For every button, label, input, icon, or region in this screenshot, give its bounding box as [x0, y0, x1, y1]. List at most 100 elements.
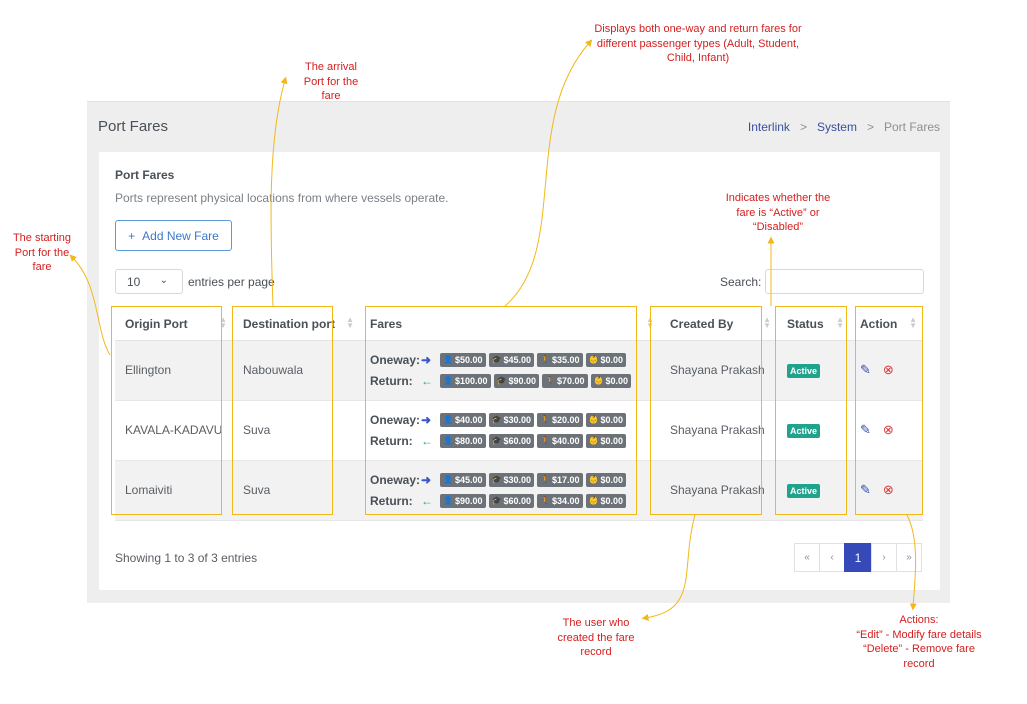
breadcrumb-interlink[interactable]: Interlink [747, 120, 790, 134]
pagination: « ‹ 1 › » [794, 543, 922, 572]
search-input[interactable] [765, 269, 924, 294]
delete-icon[interactable]: ⊗ [882, 482, 894, 497]
child-icon: 🚶 [540, 415, 550, 424]
add-new-fare-button[interactable]: + Add New Fare [115, 220, 232, 251]
infant-icon: 👶 [588, 415, 599, 424]
student-icon: 🎓 [491, 475, 502, 484]
search-label: Search: [720, 275, 762, 289]
oneway-label: Oneway: [370, 352, 421, 367]
return-label: Return: [370, 373, 413, 388]
breadcrumb-separator: > [799, 120, 807, 134]
edit-icon[interactable]: ✎ [860, 422, 871, 437]
delete-icon[interactable]: ⊗ [882, 362, 894, 377]
delete-icon[interactable]: ⊗ [882, 422, 894, 437]
student-icon: 🎓 [491, 496, 502, 505]
sort-icon: ▲▼ [346, 315, 354, 330]
return-fares: Return:←👤$100.00🎓$90.00🚶$70.00👶$0.00 [370, 370, 660, 391]
return-fares: Return:←👤$80.00🎓$60.00🚶$40.00👶$0.00 [370, 430, 660, 451]
breadcrumb-system[interactable]: System [816, 120, 857, 134]
pagination-prev[interactable]: ‹ [819, 543, 845, 572]
note-origin: The starting Port for the fare [12, 232, 72, 273]
edit-icon[interactable]: ✎ [860, 482, 871, 497]
cell-action: ✎⊗ [850, 340, 923, 401]
chevron-down-icon: ⌄ [159, 275, 168, 286]
return-label: Return: [370, 493, 413, 508]
fare-chip: 🚶$34.00 [537, 493, 583, 508]
add-new-fare-label: Add New Fare [142, 228, 219, 243]
cell-action: ✎⊗ [850, 460, 923, 521]
note-created-by: The user who created the fare record [557, 617, 635, 658]
edit-icon[interactable]: ✎ [860, 362, 871, 377]
sort-icon: ▲▼ [646, 315, 654, 330]
fare-chip: 🎓$30.00 [488, 412, 534, 427]
page-length-select[interactable]: 10 ⌄ [115, 269, 183, 294]
fare-chip: 🚶$70.00 [542, 373, 588, 388]
table-header-row: Origin Port▲▼ Destination port▲▼ Fares▲▼… [115, 308, 923, 341]
fares-table: Origin Port▲▼ Destination port▲▼ Fares▲▼… [115, 308, 923, 521]
fare-chip: 👤$45.00 [440, 472, 486, 487]
cell-created-by: Shayana Prakash [660, 340, 777, 401]
student-icon: 🎓 [496, 376, 507, 385]
pagination-last[interactable]: » [896, 543, 922, 572]
sort-icon: ▲▼ [763, 315, 771, 330]
oneway-label: Oneway: [370, 412, 421, 427]
pagination-first[interactable]: « [794, 543, 820, 572]
infant-icon: 👶 [588, 475, 599, 484]
infant-icon: 👶 [588, 436, 599, 445]
header-status[interactable]: Status▲▼ [777, 308, 850, 341]
header-created-by[interactable]: Created By▲▼ [660, 308, 777, 341]
sort-icon: ▲▼ [836, 315, 844, 330]
adult-icon: 👤 [443, 376, 453, 385]
note-actions-edit: “Edit” - Modify fare details [856, 628, 982, 641]
adult-icon: 👤 [443, 436, 453, 445]
fare-chip: 👶$0.00 [585, 493, 626, 508]
child-icon: 🚶 [545, 376, 555, 385]
fare-chip: 👶$0.00 [585, 433, 626, 448]
adult-icon: 👤 [443, 415, 453, 424]
cell-created-by: Shayana Prakash [660, 460, 777, 521]
return-fares: Return:←👤$90.00🎓$60.00🚶$34.00👶$0.00 [370, 490, 660, 511]
header-action[interactable]: Action▲▼ [850, 308, 923, 341]
note-fares: Displays both one-way and return fares f… [594, 23, 802, 64]
sort-icon: ▲▼ [909, 315, 917, 330]
adult-icon: 👤 [443, 496, 453, 505]
arrow-right-icon: ➜ [421, 472, 432, 487]
fare-chip: 🚶$35.00 [537, 352, 583, 367]
plus-icon: + [128, 228, 136, 243]
card-title: Port Fares [115, 168, 175, 182]
note-destination: The arrival Port for the fare [303, 61, 359, 102]
sort-icon: ▲▼ [219, 315, 227, 330]
breadcrumb: Interlink > System > Port Fares [748, 120, 940, 134]
cell-origin: Lomaiviti [115, 460, 233, 521]
fare-chip: 🎓$60.00 [488, 493, 534, 508]
fare-chip: 🎓$60.00 [488, 433, 534, 448]
breadcrumb-separator: > [866, 120, 874, 134]
fare-chip: 🎓$45.00 [488, 352, 534, 367]
card-description: Ports represent physical locations from … [115, 191, 449, 205]
fare-chip: 🚶$17.00 [537, 472, 583, 487]
header-origin-port[interactable]: Origin Port▲▼ [115, 308, 233, 341]
pagination-page-1[interactable]: 1 [844, 543, 872, 572]
header-destination-port[interactable]: Destination port▲▼ [233, 308, 360, 341]
arrow-left-icon: ← [421, 493, 433, 508]
arrow-right-icon: ➜ [421, 352, 432, 367]
arrow-right-icon: ➜ [421, 412, 432, 427]
cell-origin: Ellington [115, 340, 233, 401]
fare-chip: 👶$0.00 [585, 352, 626, 367]
page-title: Port Fares [98, 118, 169, 135]
cell-destination: Suva [233, 400, 360, 461]
cell-destination: Nabouwala [233, 340, 360, 401]
fare-chip: 👶$0.00 [585, 472, 626, 487]
fare-chip: 👤$100.00 [440, 373, 491, 388]
status-badge: Active [787, 423, 821, 438]
fare-chip: 🚶$20.00 [537, 412, 583, 427]
header-fares[interactable]: Fares▲▼ [360, 308, 660, 341]
pagination-next[interactable]: › [871, 543, 897, 572]
student-icon: 🎓 [491, 415, 502, 424]
status-badge: Active [787, 363, 821, 378]
page-length-label: entries per page [188, 275, 275, 289]
